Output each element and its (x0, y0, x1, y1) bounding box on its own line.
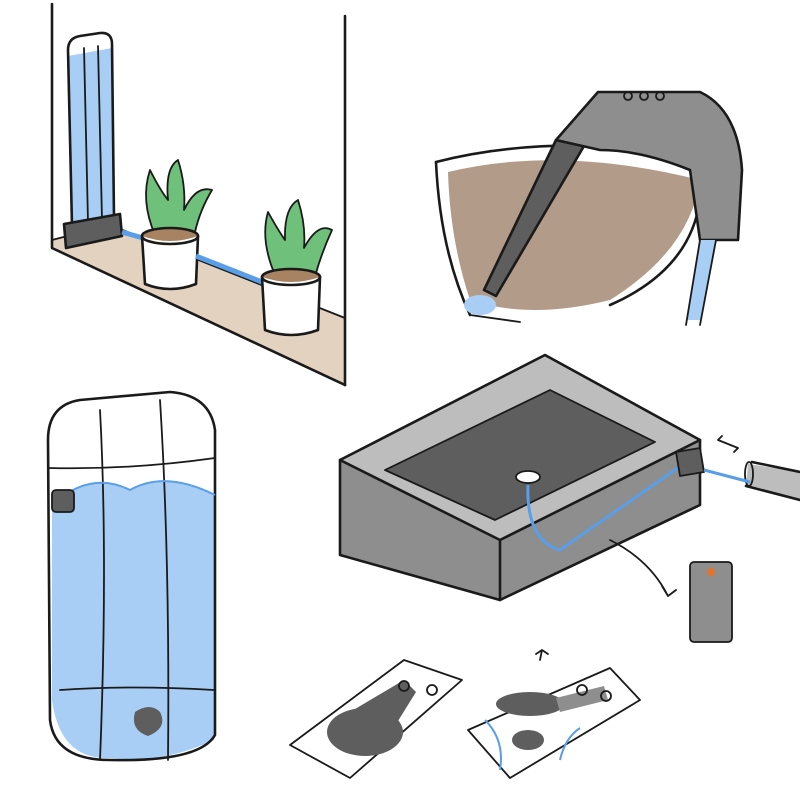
water-bag-panel (46, 390, 217, 762)
plant-pot-icon (140, 159, 213, 291)
faucet-icon (554, 90, 744, 326)
connector-icon (675, 447, 705, 477)
open-flap-icon (467, 649, 641, 779)
window-sill-panel (50, 2, 347, 387)
window-sill (52, 225, 345, 385)
pipe-icon (744, 460, 800, 502)
plant-pot-icon (260, 199, 333, 337)
filter-cartridge-icon (689, 561, 733, 643)
flap-valves-panel (289, 649, 641, 779)
tray-panel (338, 353, 800, 643)
closed-flap-icon (289, 659, 463, 779)
valve-icon (51, 489, 75, 513)
sink-drain-panel (434, 90, 744, 326)
water-column-icon (62, 31, 151, 250)
